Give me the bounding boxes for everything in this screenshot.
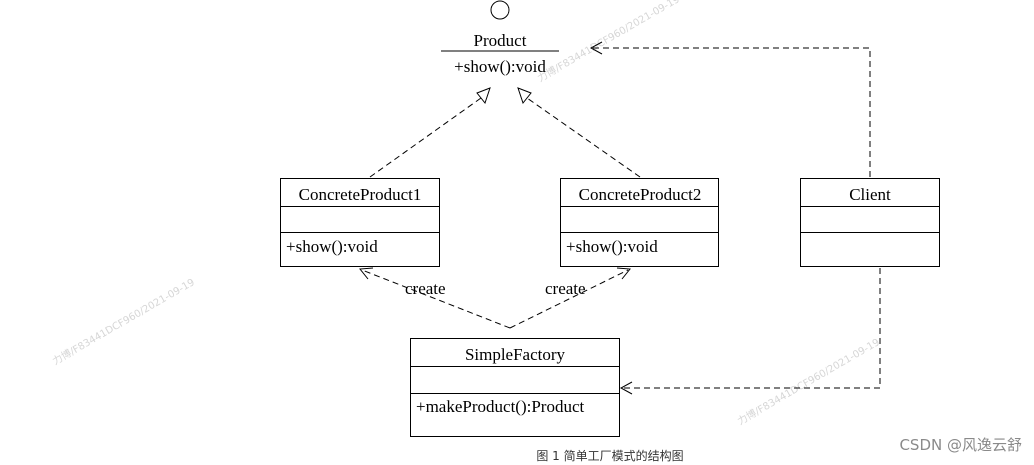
class-operation: +show():void <box>286 237 378 256</box>
create-label: create <box>545 279 586 298</box>
dependency-line <box>622 268 881 389</box>
class-operation: +show():void <box>566 237 658 256</box>
figure-caption: 图 1 简单工厂模式的结构图 <box>536 448 683 463</box>
dependency-client-factory <box>619 268 881 395</box>
watermark-1: 力博/F83441DCF960/2021-09-19 <box>535 0 682 85</box>
class-concrete-product-1: ConcreteProduct1 +show():void <box>280 178 440 267</box>
dependency-line <box>592 47 871 177</box>
interface-operation: +show():void <box>454 57 546 76</box>
class-name: ConcreteProduct2 <box>579 185 702 204</box>
watermark-3: 力博/F83441DCF960/2021-09-19 <box>735 335 882 427</box>
create-label: create <box>405 279 446 298</box>
open-arrow-icon <box>619 381 633 395</box>
hollow-triangle-icon <box>476 87 491 105</box>
class-box <box>560 178 719 267</box>
class-concrete-product-2: ConcreteProduct2 +show():void <box>560 178 719 267</box>
interface-lollipop-icon <box>490 0 510 20</box>
open-arrow-icon <box>359 267 374 280</box>
class-box <box>280 178 440 267</box>
class-name: Client <box>849 185 891 204</box>
create-line <box>509 269 629 329</box>
dependency-client-product <box>589 41 871 177</box>
create-dependency-2: create <box>509 267 631 329</box>
interface-name: Product <box>474 31 527 50</box>
class-client: Client <box>800 178 940 267</box>
realization-line <box>369 97 482 178</box>
class-box <box>800 178 940 267</box>
class-name: ConcreteProduct1 <box>299 185 422 204</box>
class-box <box>410 338 620 437</box>
open-arrow-icon <box>589 41 603 55</box>
product-interface: Product +show():void <box>441 0 559 76</box>
create-line <box>361 269 511 329</box>
hollow-triangle-icon <box>517 87 532 105</box>
create-dependency-1: create <box>359 267 511 329</box>
class-simple-factory: SimpleFactory +makeProduct():Product <box>410 338 620 437</box>
realization-concrete-product-2 <box>517 87 641 178</box>
class-name: SimpleFactory <box>465 345 566 364</box>
brand-watermark: CSDN @风逸云舒 <box>899 436 1022 454</box>
class-operation: +makeProduct():Product <box>416 397 584 416</box>
realization-line <box>526 97 641 178</box>
watermark-2: 力博/F83441DCF960/2021-09-19 <box>50 275 197 367</box>
open-arrow-icon <box>616 267 631 280</box>
realization-concrete-product-1 <box>369 87 491 178</box>
